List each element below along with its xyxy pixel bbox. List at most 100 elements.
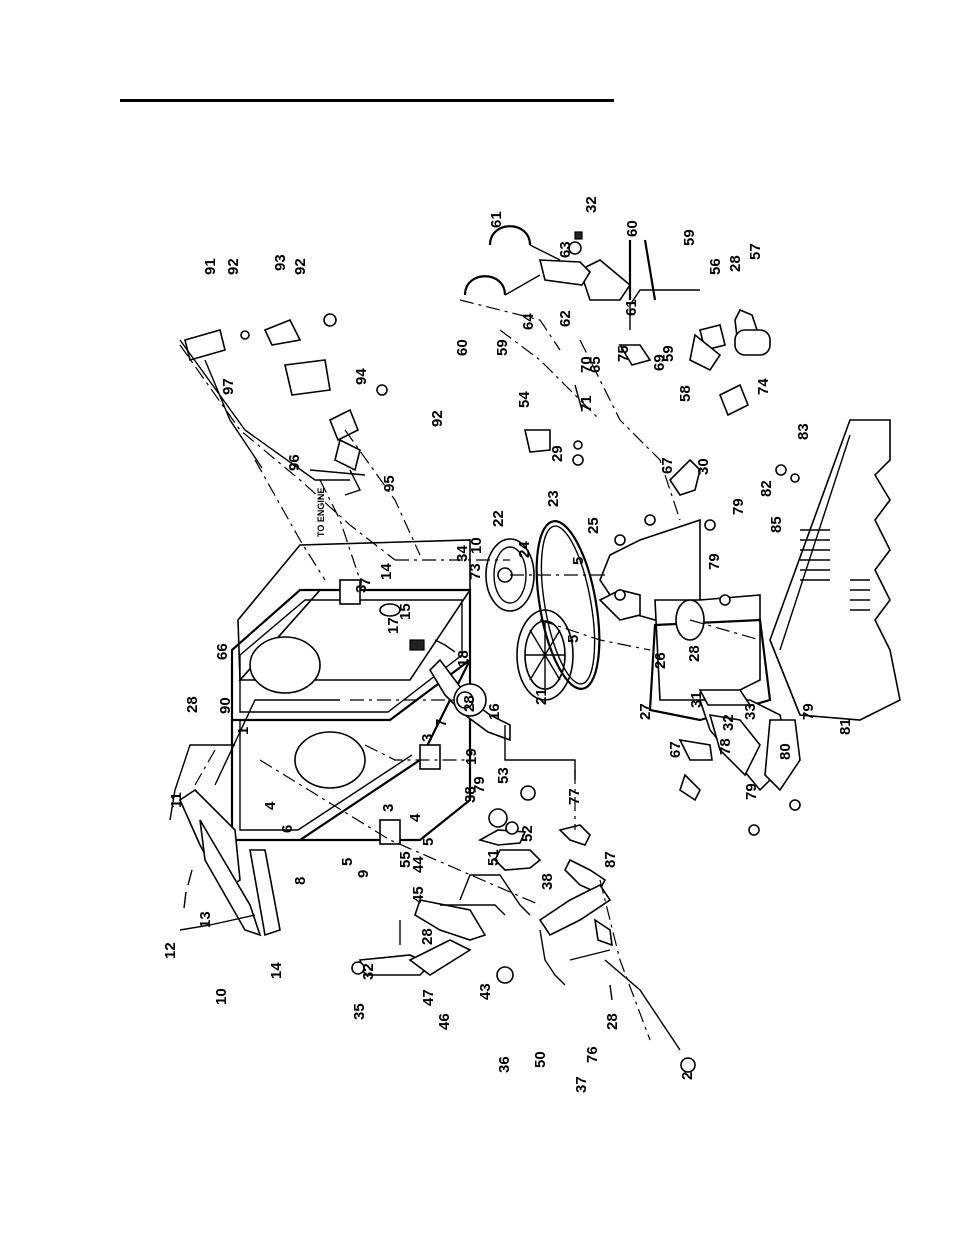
callout-83: 83 bbox=[795, 423, 812, 440]
callout-36: 36 bbox=[496, 1056, 513, 1073]
callout-7a: 7 bbox=[357, 578, 374, 586]
callout-74: 74 bbox=[755, 378, 772, 395]
callout-28c: 28 bbox=[604, 1013, 621, 1030]
callout-91: 91 bbox=[202, 258, 219, 275]
callout-13: 13 bbox=[197, 911, 214, 928]
callout-97: 97 bbox=[220, 378, 237, 395]
callout-65: 65 bbox=[587, 356, 604, 373]
throttle-linkage bbox=[538, 824, 696, 1073]
callout-30: 30 bbox=[695, 458, 712, 475]
callout-35: 35 bbox=[351, 1003, 368, 1020]
callout-32b: 32 bbox=[720, 714, 737, 731]
callout-54: 54 bbox=[516, 391, 533, 408]
callout-1: 1 bbox=[235, 727, 252, 735]
callout-92b: 92 bbox=[292, 258, 309, 275]
callout-28d: 28 bbox=[686, 645, 703, 662]
callout-28e: 28 bbox=[727, 255, 744, 272]
callout-4a: 4 bbox=[262, 801, 279, 810]
callout-33: 33 bbox=[742, 703, 759, 720]
callout-76: 76 bbox=[584, 1046, 601, 1063]
callout-7b: 7 bbox=[433, 719, 450, 727]
callout-15: 15 bbox=[397, 603, 414, 620]
callout-82: 82 bbox=[758, 480, 775, 497]
callout-70: 70 bbox=[578, 356, 595, 373]
callout-34: 34 bbox=[454, 545, 471, 562]
callout-38a: 38 bbox=[462, 786, 479, 803]
callout-75: 75 bbox=[615, 345, 632, 362]
callout-38b: 38 bbox=[539, 873, 556, 890]
callout-4b: 4 bbox=[407, 813, 424, 822]
header-rule bbox=[120, 99, 614, 102]
callout-95: 95 bbox=[381, 475, 398, 492]
callout-28b: 28 bbox=[419, 928, 436, 945]
callout-60a: 60 bbox=[454, 339, 471, 356]
callout-79a: 79 bbox=[730, 498, 747, 515]
callout-63: 63 bbox=[557, 241, 574, 258]
governor-assembly bbox=[463, 225, 771, 466]
callout-26: 26 bbox=[652, 652, 669, 669]
callout-78: 78 bbox=[717, 738, 734, 755]
callout-81: 81 bbox=[837, 718, 854, 735]
callout-12: 12 bbox=[162, 942, 179, 959]
callout-9: 9 bbox=[355, 870, 372, 878]
callout-79d: 79 bbox=[800, 703, 817, 720]
callout-69: 69 bbox=[651, 354, 668, 371]
belt-guard-lever bbox=[169, 699, 340, 937]
callout-2: 2 bbox=[679, 1072, 696, 1080]
callout-19: 19 bbox=[463, 748, 480, 765]
callout-16: 16 bbox=[486, 703, 503, 720]
callout-32c: 32 bbox=[583, 196, 600, 213]
callout-67a: 67 bbox=[659, 457, 676, 474]
callout-24: 24 bbox=[516, 541, 533, 558]
callout-61a: 61 bbox=[488, 211, 505, 228]
callout-45: 45 bbox=[410, 886, 427, 903]
callout-66: 66 bbox=[214, 643, 231, 660]
callout-67b: 67 bbox=[667, 741, 684, 758]
callout-3a: 3 bbox=[353, 585, 370, 593]
main-frame bbox=[230, 539, 472, 845]
callout-87: 87 bbox=[602, 851, 619, 868]
callout-52: 52 bbox=[519, 825, 536, 842]
callout-14b: 14 bbox=[378, 563, 395, 580]
callout-59b: 59 bbox=[660, 345, 677, 362]
callout-62: 62 bbox=[557, 310, 574, 327]
callout-29: 29 bbox=[549, 445, 566, 462]
callout-3b: 3 bbox=[419, 734, 436, 742]
callout-57: 57 bbox=[747, 243, 764, 260]
side-cover-panel bbox=[769, 419, 901, 721]
callout-5c: 5 bbox=[565, 635, 582, 643]
callout-71: 71 bbox=[578, 395, 595, 412]
callout-18: 18 bbox=[455, 650, 472, 667]
callout-79b: 79 bbox=[706, 553, 723, 570]
callout-64: 64 bbox=[520, 313, 537, 330]
callout-47: 47 bbox=[420, 989, 437, 1006]
callout-27: 27 bbox=[637, 703, 654, 720]
callout-31: 31 bbox=[688, 691, 705, 708]
callout-5b: 5 bbox=[420, 838, 437, 846]
assembly-lines bbox=[179, 299, 761, 1041]
callout-79c: 79 bbox=[471, 776, 488, 793]
callout-96: 96 bbox=[286, 454, 303, 471]
callout-73: 73 bbox=[467, 563, 484, 580]
callout-23: 23 bbox=[545, 490, 562, 507]
linkage-levers bbox=[351, 785, 542, 984]
callout-10b: 10 bbox=[468, 537, 485, 554]
callout-77: 77 bbox=[566, 788, 583, 805]
callout-61b: 61 bbox=[623, 299, 640, 316]
callout-32a: 32 bbox=[360, 963, 377, 980]
callout-3c: 3 bbox=[380, 804, 397, 812]
callout-51: 51 bbox=[485, 849, 502, 866]
callout-25: 25 bbox=[585, 517, 602, 534]
callout-8: 8 bbox=[292, 877, 309, 885]
callout-92c: 92 bbox=[429, 410, 446, 427]
callout-14a: 14 bbox=[268, 962, 285, 979]
callout-80: 80 bbox=[777, 743, 794, 760]
callout-22: 22 bbox=[490, 510, 507, 527]
callout-6: 6 bbox=[279, 825, 296, 833]
callout-46: 46 bbox=[436, 1013, 453, 1030]
callout-21: 21 bbox=[533, 688, 550, 705]
callout-43: 43 bbox=[477, 983, 494, 1000]
callout-79e: 79 bbox=[743, 783, 760, 800]
callout-60b: 60 bbox=[624, 220, 641, 237]
